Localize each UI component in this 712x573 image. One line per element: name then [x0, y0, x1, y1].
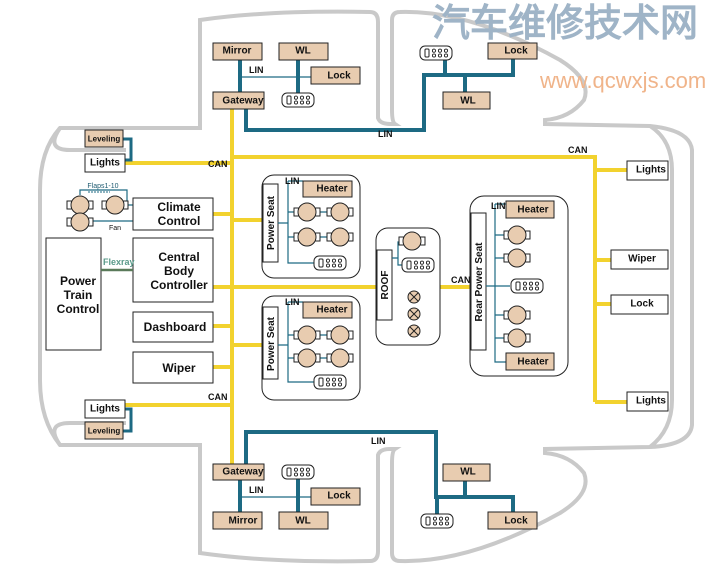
front-left-leveling: Leveling	[84, 129, 124, 148]
roof-module: ROOF	[375, 227, 441, 346]
svg-text:WL: WL	[460, 96, 476, 107]
svg-text:Dashboard: Dashboard	[144, 320, 207, 334]
right-lights-bottom: Lights	[626, 391, 669, 412]
right-lock: Lock	[610, 294, 669, 315]
svg-text:ROOF: ROOF	[380, 271, 391, 300]
door-front-top: Mirror WL Lock Gateway	[212, 42, 361, 110]
front-left-lights: Lights	[84, 153, 126, 173]
svg-text:Gateway: Gateway	[222, 96, 264, 107]
watermark-url: www.qcwxjs.com	[539, 68, 706, 93]
svg-text:LIN: LIN	[285, 297, 300, 307]
flexray-label: Flexray	[103, 257, 135, 267]
svg-text:Power: Power	[60, 274, 96, 288]
right-wiper: Wiper	[610, 249, 669, 270]
svg-text:Controller: Controller	[150, 278, 208, 292]
lin-label: LIN	[378, 129, 393, 139]
svg-text:Heater: Heater	[316, 305, 347, 316]
svg-text:Heater: Heater	[316, 184, 347, 195]
svg-text:Power Seat: Power Seat	[266, 316, 277, 371]
svg-text:Lock: Lock	[327, 491, 351, 502]
power-seat-front-bottom: Power Seat LIN Heater	[261, 295, 361, 401]
rear-left-lights: Lights	[84, 399, 126, 419]
dashboard-module: Dashboard	[132, 311, 214, 343]
svg-text:Lights: Lights	[90, 404, 120, 415]
svg-text:Body: Body	[164, 264, 194, 278]
car-body-outline	[38, 9, 694, 564]
svg-text:Flaps1-10: Flaps1-10	[87, 183, 118, 190]
svg-text:Power Seat: Power Seat	[266, 195, 277, 250]
power-seat-front-top: Power Seat LIN Heater	[261, 174, 361, 279]
svg-text:Central: Central	[158, 250, 199, 264]
watermark-cn: 汽车维修技术网	[432, 3, 698, 45]
svg-text:Mirror: Mirror	[223, 46, 252, 57]
lin-label: LIN	[249, 65, 264, 75]
svg-text:Lock: Lock	[630, 299, 654, 310]
svg-text:Climate: Climate	[157, 200, 201, 214]
svg-text:WL: WL	[295, 516, 311, 527]
rear-power-seat: Rear Power Seat LIN Heater Heater	[469, 195, 569, 377]
svg-text:Gateway: Gateway	[222, 467, 264, 478]
svg-text:Wiper: Wiper	[628, 254, 656, 265]
svg-text:Fan: Fan	[109, 225, 121, 232]
svg-text:Lights: Lights	[636, 165, 666, 176]
svg-text:Lights: Lights	[90, 158, 120, 169]
lin-label: LIN	[249, 485, 264, 495]
svg-text:Lights: Lights	[636, 396, 666, 407]
can-label: CAN	[451, 275, 471, 285]
svg-text:Lock: Lock	[504, 46, 528, 57]
door-rear-top: Lock WL	[419, 42, 538, 110]
lin-bus	[123, 58, 515, 515]
lin-label: LIN	[371, 436, 386, 446]
door-rear-bottom: WL Lock	[420, 463, 538, 530]
svg-text:Leveling: Leveling	[88, 135, 121, 144]
svg-text:Lock: Lock	[327, 71, 351, 82]
watermark: 汽车维修技术网 www.qcwxjs.com	[432, 3, 706, 93]
svg-text:Heater: Heater	[517, 357, 548, 368]
svg-text:LIN: LIN	[491, 201, 506, 211]
right-lights-top: Lights	[626, 160, 669, 181]
can-label: CAN	[208, 159, 228, 169]
svg-text:LIN: LIN	[285, 176, 300, 186]
svg-text:Leveling: Leveling	[88, 427, 121, 436]
climate-fans: Flaps1-10 Fan	[66, 183, 133, 232]
can-label: CAN	[208, 392, 228, 402]
rear-left-leveling: Leveling	[84, 421, 124, 440]
svg-text:WL: WL	[295, 46, 311, 57]
svg-text:Mirror: Mirror	[229, 516, 258, 527]
door-front-bottom: Gateway Lock Mirror WL	[212, 463, 361, 530]
wiper-module-left: Wiper	[132, 351, 214, 384]
svg-text:WL: WL	[460, 467, 476, 478]
can-label: CAN	[568, 145, 588, 155]
svg-text:Lock: Lock	[504, 516, 528, 527]
svg-text:Wiper: Wiper	[162, 361, 196, 375]
can-bus	[125, 100, 627, 472]
svg-text:Heater: Heater	[517, 205, 548, 216]
svg-text:Train: Train	[64, 288, 93, 302]
svg-text:Rear Power Seat: Rear Power Seat	[474, 242, 485, 322]
svg-text:Control: Control	[158, 214, 201, 228]
svg-text:Control: Control	[57, 302, 100, 316]
